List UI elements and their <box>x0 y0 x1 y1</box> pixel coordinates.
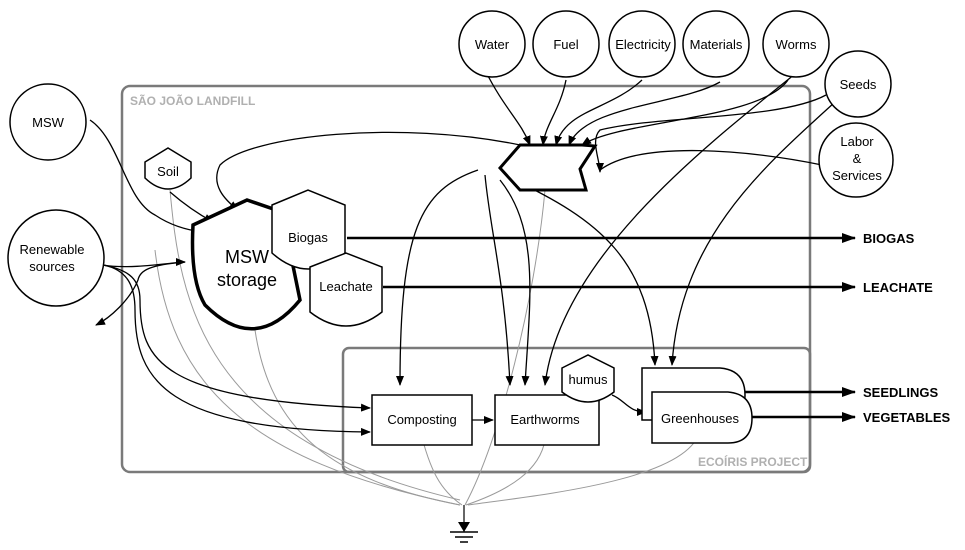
source-msw-label: MSW <box>32 115 65 130</box>
source-labor-label-2: & <box>853 151 862 166</box>
heat-sink-symbol <box>450 505 478 543</box>
storage-msw-label-1: MSW <box>225 247 269 267</box>
storage-humus-label: humus <box>568 372 608 387</box>
landfill-title: SÃO JOÃO LANDFILL <box>130 93 255 108</box>
process-composting: Composting <box>371 394 473 446</box>
source-renewable-label-2: sources <box>29 259 75 274</box>
storage-soil-label: Soil <box>157 164 179 179</box>
source-worms-label: Worms <box>776 37 817 52</box>
source-materials-label: Materials <box>690 37 743 52</box>
output-biogas: BIOGAS <box>863 231 915 246</box>
process-greenhouses-label: Greenhouses <box>661 411 740 426</box>
storage-msw-label-2: storage <box>217 270 277 290</box>
source-materials: Materials <box>682 10 750 78</box>
input-flows <box>89 69 836 436</box>
project-boundary <box>341 346 812 474</box>
output-vegetables: VEGETABLES <box>863 410 950 425</box>
process-composting-label: Composting <box>387 412 456 427</box>
heat-flows <box>154 189 701 506</box>
source-renewable-label-1: Renewable <box>19 242 84 257</box>
source-msw: MSW <box>9 83 87 161</box>
output-leachate: LEACHATE <box>863 280 933 295</box>
source-water: Water <box>458 10 526 78</box>
source-labor-label-1: Labor <box>840 134 874 149</box>
source-electricity-label: Electricity <box>615 37 671 52</box>
source-labor-services: Labor & Services <box>818 122 894 198</box>
source-renewable: Renewable sources <box>7 209 105 307</box>
process-earthworms: Earthworms <box>494 394 600 446</box>
source-worms: Worms <box>762 10 830 78</box>
source-seeds-label: Seeds <box>840 77 877 92</box>
source-labor-label-3: Services <box>832 168 882 183</box>
process-earthworms-label: Earthworms <box>510 412 580 427</box>
source-electricity: Electricity <box>608 10 676 78</box>
storage-humus: humus <box>561 354 615 403</box>
output-seedlings: SEEDLINGS <box>863 385 938 400</box>
storage-soil: Soil <box>144 147 192 190</box>
storage-biogas-label: Biogas <box>288 230 328 245</box>
storage-biogas: Biogas <box>271 189 346 270</box>
source-fuel-label: Fuel <box>553 37 578 52</box>
project-title: ECOÍRIS PROJECT <box>698 454 808 469</box>
exchange-symbol <box>497 143 598 192</box>
output-flows <box>347 233 856 422</box>
source-seeds: Seeds <box>824 50 892 118</box>
source-water-label: Water <box>475 37 510 52</box>
process-greenhouses: Greenhouses <box>641 367 753 444</box>
storage-leachate: Leachate <box>309 252 383 327</box>
source-fuel: Fuel <box>532 10 600 78</box>
storage-leachate-label: Leachate <box>319 279 373 294</box>
